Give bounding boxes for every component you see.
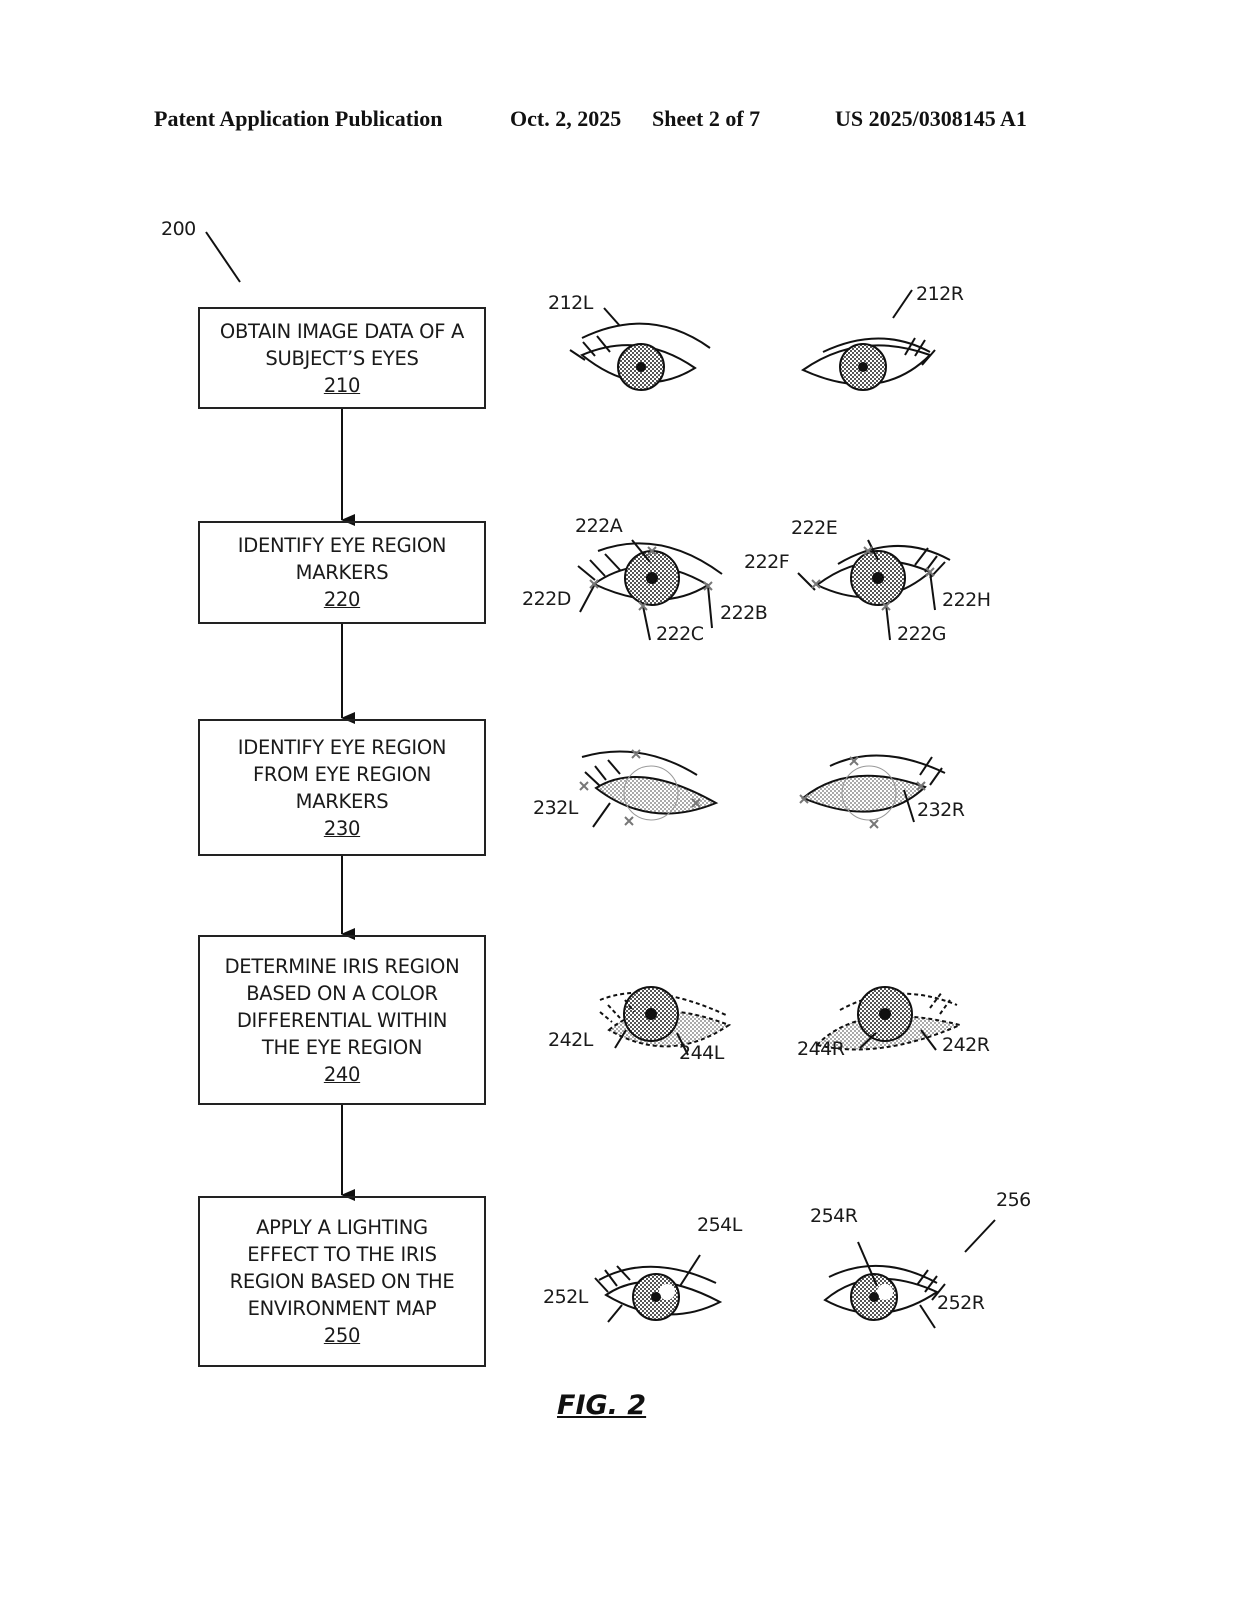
label-252R: 252R — [937, 1292, 985, 1314]
step-box-240: DETERMINE IRIS REGION BASED ON A COLOR D… — [198, 935, 486, 1105]
eye-232R — [801, 754, 946, 823]
eye-222-right — [797, 539, 951, 641]
step-box-230: IDENTIFY EYE REGION FROM EYE REGION MARK… — [198, 719, 486, 856]
label-222E: 222E — [791, 517, 838, 539]
header-publication-type: Patent Application Publication — [154, 106, 443, 131]
label-212L: 212L — [548, 292, 593, 314]
label-252L: 252L — [543, 1286, 588, 1308]
eye-242R — [815, 986, 964, 1051]
label-244R: 244R — [797, 1038, 845, 1060]
step-box-250: APPLY A LIGHTING EFFECT TO THE IRIS REGI… — [198, 1196, 486, 1367]
step-box-220: IDENTIFY EYE REGION MARKERS 220 — [198, 521, 486, 624]
label-254L: 254L — [697, 1214, 742, 1236]
header-publication-number: US 2025/0308145 A1 — [835, 106, 1027, 131]
label-244L: 244L — [679, 1042, 724, 1064]
step-210-line-2: SUBJECT’S EYES — [265, 346, 419, 370]
label-222G: 222G — [897, 623, 947, 645]
step-250-ref: 250 — [323, 1324, 361, 1347]
eye-242L — [599, 986, 732, 1056]
step-230-line-1: IDENTIFY EYE REGION — [237, 735, 447, 759]
step-220-line-1: IDENTIFY EYE REGION — [237, 534, 447, 557]
label-254R: 254R — [810, 1205, 858, 1227]
figure-ref-200: 200 — [161, 218, 196, 240]
label-232L: 232L — [533, 797, 578, 819]
step-250-line-1: APPLY A LIGHTING — [256, 1216, 428, 1239]
step-240-ref: 240 — [323, 1062, 361, 1086]
step-220-ref: 220 — [323, 588, 361, 611]
label-232R: 232R — [917, 799, 965, 821]
step-230-line-2: FROM EYE REGION — [252, 762, 432, 786]
step-240-line-1: DETERMINE IRIS REGION — [224, 954, 460, 978]
eye-212L — [569, 307, 711, 391]
label-242L: 242L — [548, 1029, 593, 1051]
label-222F: 222F — [744, 551, 790, 573]
eye-232L — [581, 750, 719, 828]
label-222C: 222C — [656, 623, 704, 645]
step-230-line-3: MARKERS — [295, 789, 389, 813]
eye-252L — [594, 1254, 723, 1323]
label-222A: 222A — [575, 515, 623, 537]
label-222D: 222D — [522, 588, 571, 610]
figure-caption: FIG. 2 — [557, 1390, 647, 1421]
eye-212R — [800, 289, 936, 391]
label-256: 256 — [996, 1189, 1031, 1211]
label-242R: 242R — [942, 1034, 990, 1056]
step-240-line-2: BASED ON A COLOR — [246, 981, 438, 1005]
step-box-210: OBTAIN IMAGE DATA OF A SUBJECT’S EYES 21… — [198, 307, 486, 409]
header-date: Oct. 2, 2025 — [510, 106, 622, 131]
step-210-ref: 210 — [323, 373, 361, 397]
leader-200 — [205, 231, 241, 283]
step-240-line-3: DIFFERENTIAL WITHIN — [236, 1008, 448, 1032]
step-220-line-2: MARKERS — [295, 561, 389, 584]
step-250-line-2: EFFECT TO THE IRIS — [247, 1243, 437, 1266]
step-210-line-1: OBTAIN IMAGE DATA OF A — [219, 319, 465, 343]
step-250-line-3: REGION BASED ON THE — [229, 1270, 455, 1293]
label-222B: 222B — [720, 602, 768, 624]
eye-252R — [823, 1219, 996, 1329]
step-230-ref: 230 — [323, 816, 361, 840]
label-222H: 222H — [942, 589, 991, 611]
label-212R: 212R — [916, 283, 964, 305]
step-250-line-4: ENVIRONMENT MAP — [247, 1297, 437, 1320]
step-240-line-4: THE EYE REGION — [261, 1035, 423, 1059]
eye-222-left — [577, 539, 723, 641]
header-sheet: Sheet 2 of 7 — [652, 106, 761, 131]
